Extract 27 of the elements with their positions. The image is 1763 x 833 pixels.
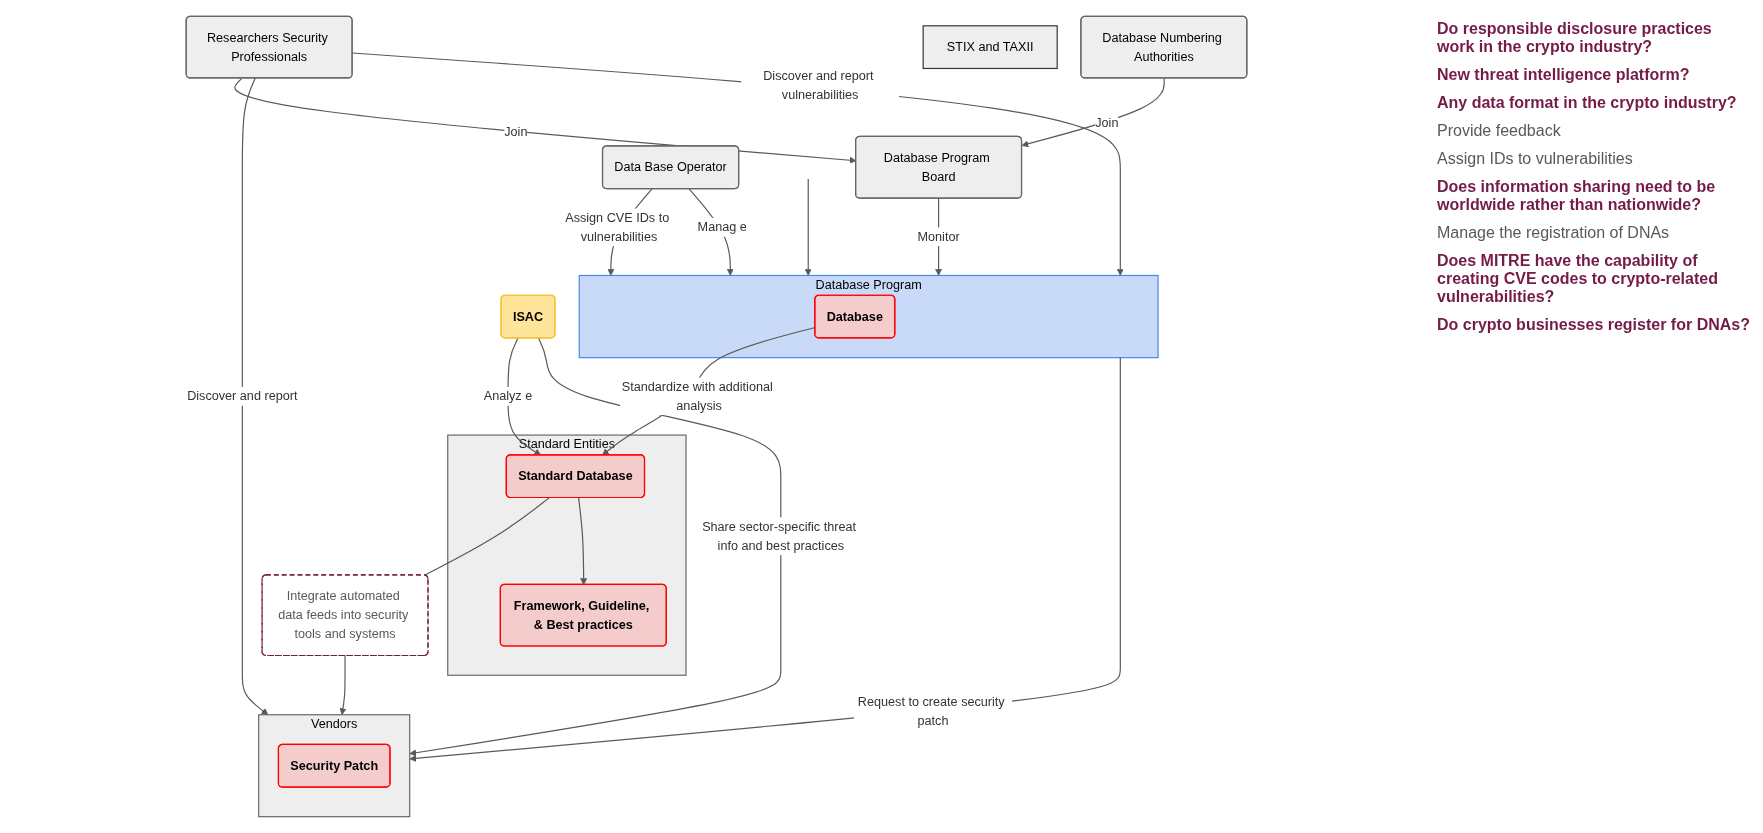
arrow	[1021, 77, 1165, 148]
arrow	[409, 357, 1121, 762]
question-note: Does MITRE have the capability of creating CVE codes to crypto-related vulnerabilities?	[1437, 252, 1719, 306]
edge-label: Join	[504, 125, 528, 139]
edge-label: Request to create security patch	[857, 695, 1005, 728]
edge-label: Analyz e	[483, 389, 533, 403]
edge-label: Join	[1095, 115, 1119, 129]
question-note: Does information sharing need to be worldwide rather than nationwide?	[1437, 178, 1717, 214]
edge-label: Discover and report	[187, 389, 298, 403]
question-note: New threat intelligence platform?	[1437, 66, 1691, 84]
edge-label: Discover and report vulnerabilities	[763, 69, 874, 102]
arrow	[578, 497, 588, 586]
question-note: Any data format in the crypto industry?	[1437, 94, 1738, 112]
edge-label: Assign CVE IDs to vulnerabilities	[565, 210, 670, 244]
edge-label: Manag e	[697, 220, 747, 234]
edge-label: Monitor	[917, 229, 960, 244]
note-text: Assign IDs to vulnerabilities	[1437, 150, 1634, 168]
arrow	[804, 178, 812, 276]
question-note: Do responsible disclosure practices work in the crypto industry?	[1437, 20, 1713, 56]
arrow	[241, 77, 269, 716]
edge-label: Standardize with additional analysis	[621, 379, 773, 413]
arrow	[339, 654, 347, 716]
note-text: Manage the registration of DNAs	[1437, 224, 1671, 242]
note-text: Provide feedback	[1437, 122, 1562, 140]
node-box: STIX and TAXII	[922, 25, 1058, 70]
edge-label: Share sector-specific threat info and best practices	[702, 519, 856, 552]
question-note: Do crypto businesses register for DNAs?	[1437, 316, 1751, 334]
